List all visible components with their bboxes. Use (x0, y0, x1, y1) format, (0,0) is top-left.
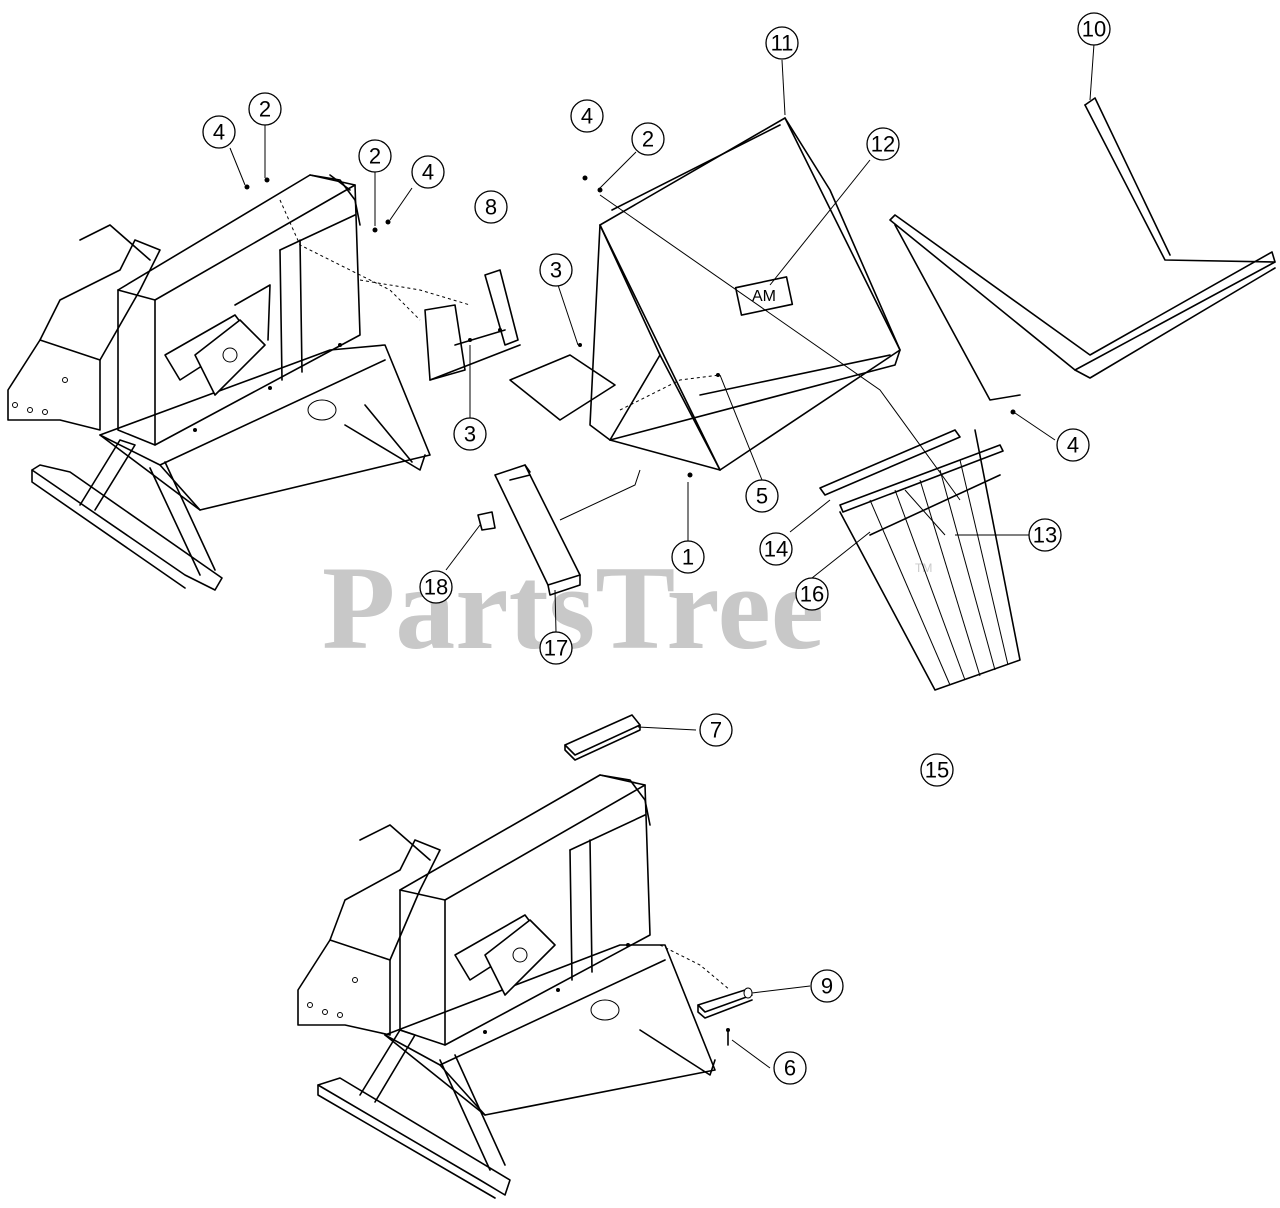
callout-13: 13 (1028, 518, 1062, 552)
svg-text:5: 5 (756, 484, 768, 509)
svg-text:2: 2 (259, 97, 271, 122)
deflector-hood (889, 97, 1276, 415)
svg-text:3: 3 (464, 422, 476, 447)
frame-assembly-top (7, 174, 431, 591)
callout-4: 4 (411, 155, 445, 189)
svg-text:4: 4 (581, 104, 593, 129)
callout-4: 4 (1056, 428, 1090, 462)
svg-text:2: 2 (369, 144, 381, 169)
callout-4: 4 (202, 115, 236, 149)
decal-label: AM (752, 288, 776, 305)
frame-assembly-bottom (297, 714, 753, 1199)
callout-11: 11 (765, 26, 799, 60)
svg-text:14: 14 (764, 537, 788, 562)
svg-text:16: 16 (800, 582, 824, 607)
callout-1: 1 (671, 540, 705, 574)
callout-7: 7 (699, 713, 733, 747)
callout-15: 15 (920, 753, 954, 787)
svg-text:4: 4 (1067, 433, 1079, 458)
svg-text:7: 7 (710, 718, 722, 743)
callout-3: 3 (453, 417, 487, 451)
svg-text:15: 15 (925, 758, 949, 783)
svg-text:6: 6 (784, 1056, 796, 1081)
svg-text:13: 13 (1033, 523, 1057, 548)
svg-text:12: 12 (871, 132, 895, 157)
watermark: PartsTree TM (322, 541, 932, 674)
callout-2: 2 (248, 92, 282, 126)
callout-10: 10 (1077, 12, 1111, 46)
svg-text:4: 4 (422, 160, 434, 185)
svg-text:4: 4 (213, 120, 225, 145)
callout-9: 9 (810, 969, 844, 1003)
leader-lines (229, 43, 1095, 1069)
callout-3: 3 (539, 253, 573, 287)
svg-text:3: 3 (550, 258, 562, 283)
watermark-text: PartsTree (322, 541, 824, 674)
callout-17: 17 (539, 631, 573, 665)
callout-12: 12 (866, 127, 900, 161)
svg-text:18: 18 (424, 575, 448, 600)
hand-guard (477, 464, 641, 596)
mount-bracket (359, 269, 521, 381)
callout-4: 4 (570, 99, 604, 133)
svg-text:9: 9 (821, 974, 833, 999)
callout-2: 2 (631, 122, 665, 156)
callout-8: 8 (474, 190, 508, 224)
callout-6: 6 (773, 1051, 807, 1085)
svg-text:11: 11 (771, 31, 794, 56)
callout-5: 5 (745, 479, 779, 513)
callout-16: 16 (795, 577, 829, 611)
svg-text:10: 10 (1082, 17, 1106, 42)
svg-text:8: 8 (485, 195, 497, 220)
svg-text:17: 17 (544, 636, 568, 661)
callouts: 1 2 2 2 3 3 4 4 4 4 5 6 7 8 9 10 11 12 1… (202, 12, 1111, 1085)
svg-text:1: 1 (682, 545, 694, 570)
callout-18: 18 (419, 570, 453, 604)
hopper-chute: AM (509, 117, 961, 501)
discharge-flap (819, 429, 1030, 691)
callout-2: 2 (358, 139, 392, 173)
callout-14: 14 (759, 532, 793, 566)
svg-text:2: 2 (642, 127, 654, 152)
